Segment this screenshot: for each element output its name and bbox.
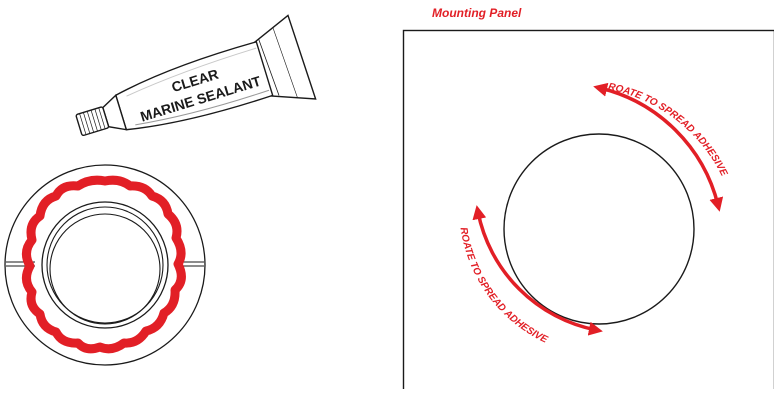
sealant-tube: CLEAR MARINE SEALANT [66,15,316,168]
housing-with-sealant [5,165,205,365]
panel-cutout-hole [504,134,694,324]
mounting-panel [404,31,774,390]
tube-cap [76,107,109,136]
rotate-label-lower: ROATE TO SPREAD ADHESIVE [457,227,549,346]
rotate-arrow-lower [478,212,596,330]
mounting-panel-title: Mounting Panel [432,6,521,20]
